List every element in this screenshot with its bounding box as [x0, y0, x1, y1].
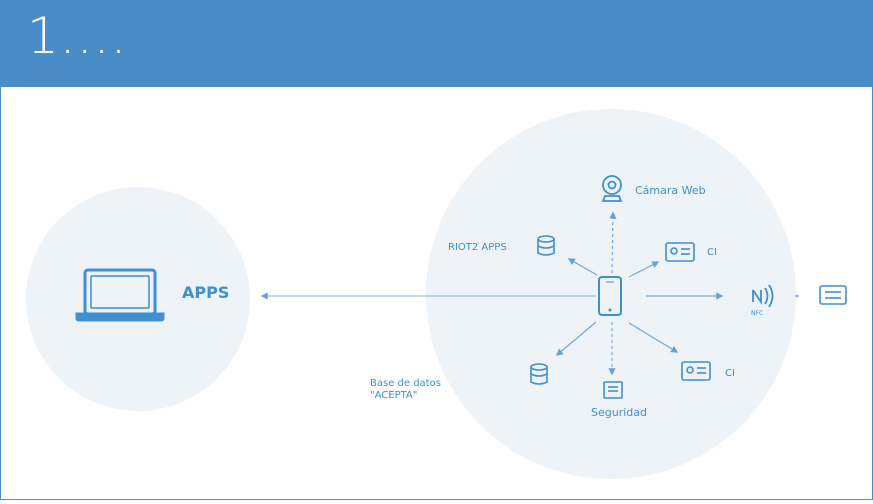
arrow-to-database — [555, 321, 597, 356]
arrow-to-riot2 — [567, 258, 598, 276]
ci-top-label: CI — [707, 247, 717, 258]
apps-label: APPS — [182, 283, 229, 302]
seguridad-label: Seguridad — [591, 406, 647, 419]
nfc-icon — [752, 284, 774, 308]
nfc-label: NFC — [751, 310, 763, 317]
base-datos-label-line2: "ACEPTA" — [370, 390, 417, 401]
ci-bottom-label: CI — [725, 368, 735, 379]
webcam-icon — [601, 175, 623, 202]
flow-diagram: APPS — [26, 109, 847, 479]
arrow-to-ci-top — [628, 261, 660, 278]
riot2-apps-label: RIOT2 APPS — [448, 242, 507, 253]
laptop-icon — [75, 268, 165, 322]
slide-title: 1.... — [27, 7, 128, 65]
security-screen-icon — [603, 381, 623, 399]
database-icon — [530, 363, 548, 385]
base-datos-label-line1: Base de datos — [370, 378, 441, 389]
id-card-icon — [665, 242, 695, 262]
id-card-icon — [681, 361, 711, 381]
header-bar: 1.... — [1, 1, 872, 87]
camara-web-label: Cámara Web — [635, 184, 706, 197]
apps-circle — [26, 187, 250, 411]
diagram-area: APPS — [1, 87, 872, 499]
database-icon — [537, 235, 555, 256]
id-card-icon — [819, 285, 847, 305]
nfc-dot — [795, 294, 799, 298]
phone-icon — [598, 276, 622, 316]
hub-circle — [426, 109, 796, 479]
arrow-to-ci-bottom — [628, 322, 679, 353]
arrow-to-webcam — [609, 211, 617, 274]
